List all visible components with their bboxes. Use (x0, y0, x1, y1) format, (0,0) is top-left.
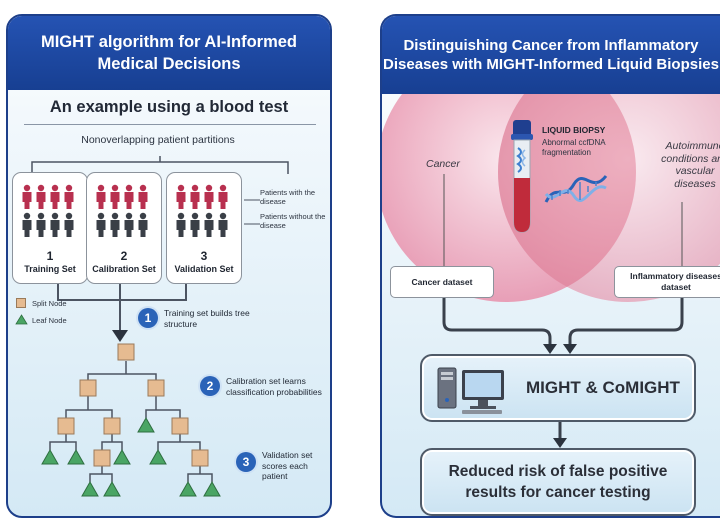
split-node (103, 417, 121, 435)
training-patients-icon (22, 184, 74, 237)
calibration-patients-icon (96, 184, 148, 237)
patient-without-disease-icon (138, 212, 148, 237)
venn-diagram (382, 42, 720, 448)
might-comight-box: MIGHT & CoMIGHT (420, 354, 696, 422)
liquid-biopsy-subtitle: Abnormal ccfDNA fragmentation (542, 138, 606, 157)
split-node (191, 449, 209, 467)
patient-with-disease-icon (96, 184, 106, 209)
subtitle-divider (24, 124, 316, 125)
calibration-set-box: 2 Calibration Set (86, 172, 162, 284)
dna-helix-icon (544, 174, 608, 203)
step-2-badge: 2 (200, 376, 220, 396)
patient-with-disease-icon (190, 184, 200, 209)
validation-set-label: Validation Set (174, 264, 234, 274)
right-panel-title: Distinguishing Cancer from Inflammatory … (383, 36, 719, 74)
validation-set-number: 3 (200, 249, 208, 263)
step-1-text: Training set builds tree structure (164, 308, 250, 329)
legend-leader-lines (244, 199, 260, 225)
left-panel-subtitle: An example using a blood test (49, 98, 289, 116)
step-2-text: Calibration set learns classification pr… (226, 376, 322, 397)
leaf-node (67, 448, 85, 465)
leaf-node (113, 448, 131, 465)
left-panel-header: MIGHT algorithm for AI-Informed Medical … (8, 16, 330, 90)
training-set-number: 1 (46, 249, 54, 263)
split-node-legend: Split Node (32, 299, 67, 308)
leaf-node-legend-swatch (15, 314, 28, 325)
patient-without-disease-icon (22, 212, 32, 237)
leaf-node (103, 480, 121, 497)
patient-without-disease-icon (96, 212, 106, 237)
partition-connectors (31, 156, 289, 342)
legend-without-disease: Patients without the disease (260, 212, 326, 230)
venn-overlap (498, 42, 636, 302)
patient-with-disease-icon (138, 184, 148, 209)
training-set-box: 1 Training Set (12, 172, 88, 284)
patient-without-disease-icon (176, 212, 186, 237)
step-1-badge: 1 (138, 308, 158, 328)
patient-without-disease-icon (204, 212, 214, 237)
decision-tree-diagram (41, 343, 221, 497)
patient-with-disease-icon (36, 184, 46, 209)
cancer-dataset-box: Cancer dataset (390, 266, 494, 298)
leaf-node (179, 480, 197, 497)
patient-with-disease-icon (64, 184, 74, 209)
split-node (147, 379, 165, 397)
patient-without-disease-icon (110, 212, 120, 237)
patient-without-disease-icon (50, 212, 60, 237)
leaf-node (41, 448, 59, 465)
result-box: Reduced risk of false positive results f… (420, 448, 696, 516)
patient-without-disease-icon (218, 212, 228, 237)
might-algorithm-panel: MIGHT algorithm for AI-Informed Medical … (6, 14, 332, 518)
patient-with-disease-icon (176, 184, 186, 209)
patient-with-disease-icon (218, 184, 228, 209)
calibration-set-number: 2 (120, 249, 128, 263)
patient-with-disease-icon (124, 184, 134, 209)
split-node (117, 343, 135, 361)
partitions-label: Nonoverlapping patient partitions (81, 134, 235, 146)
leaf-node-legend: Leaf Node (32, 316, 67, 325)
patient-without-disease-icon (36, 212, 46, 237)
patient-with-disease-icon (50, 184, 60, 209)
patient-without-disease-icon (124, 212, 134, 237)
leaf-node (149, 448, 167, 465)
step-3-badge: 3 (236, 452, 256, 472)
leaf-node (137, 416, 155, 433)
autoimmune-label: Autoimmune conditions and vascular disea… (661, 140, 720, 190)
patient-with-disease-icon (110, 184, 120, 209)
leaf-node (203, 480, 221, 497)
cancer-label: Cancer (426, 158, 460, 170)
calibration-set-label: Calibration Set (92, 264, 156, 274)
computer-icon (437, 367, 504, 414)
leaf-node (81, 480, 99, 497)
patient-with-disease-icon (22, 184, 32, 209)
legend-with-disease: Patients with the disease (260, 188, 316, 206)
step-3-text: Validation set scores each patient (262, 450, 313, 481)
split-node (57, 417, 75, 435)
patient-without-disease-icon (190, 212, 200, 237)
liquid-biopsy-title: LIQUID BIOPSY (542, 125, 606, 135)
training-set-label: Training Set (24, 264, 76, 274)
liquid-biopsy-panel: Distinguishing Cancer from Inflammatory … (380, 14, 720, 518)
split-node (79, 379, 97, 397)
validation-set-box: 3 Validation Set (166, 172, 242, 284)
patient-with-disease-icon (204, 184, 214, 209)
inflammatory-circle (498, 42, 720, 302)
result-label: Reduced risk of false positive results f… (448, 463, 668, 501)
left-panel-title: MIGHT algorithm for AI-Informed Medical … (40, 33, 298, 73)
split-node (171, 417, 189, 435)
split-node (93, 449, 111, 467)
inflammatory-dataset-box: Inflammatory diseases dataset (614, 266, 720, 298)
blood-tube-icon (511, 120, 533, 233)
split-node-legend-swatch (16, 298, 26, 308)
right-panel-header: Distinguishing Cancer from Inflammatory … (382, 16, 720, 94)
validation-patients-icon (176, 184, 228, 237)
patient-without-disease-icon (64, 212, 74, 237)
might-comight-label: MIGHT & CoMIGHT (526, 378, 680, 397)
